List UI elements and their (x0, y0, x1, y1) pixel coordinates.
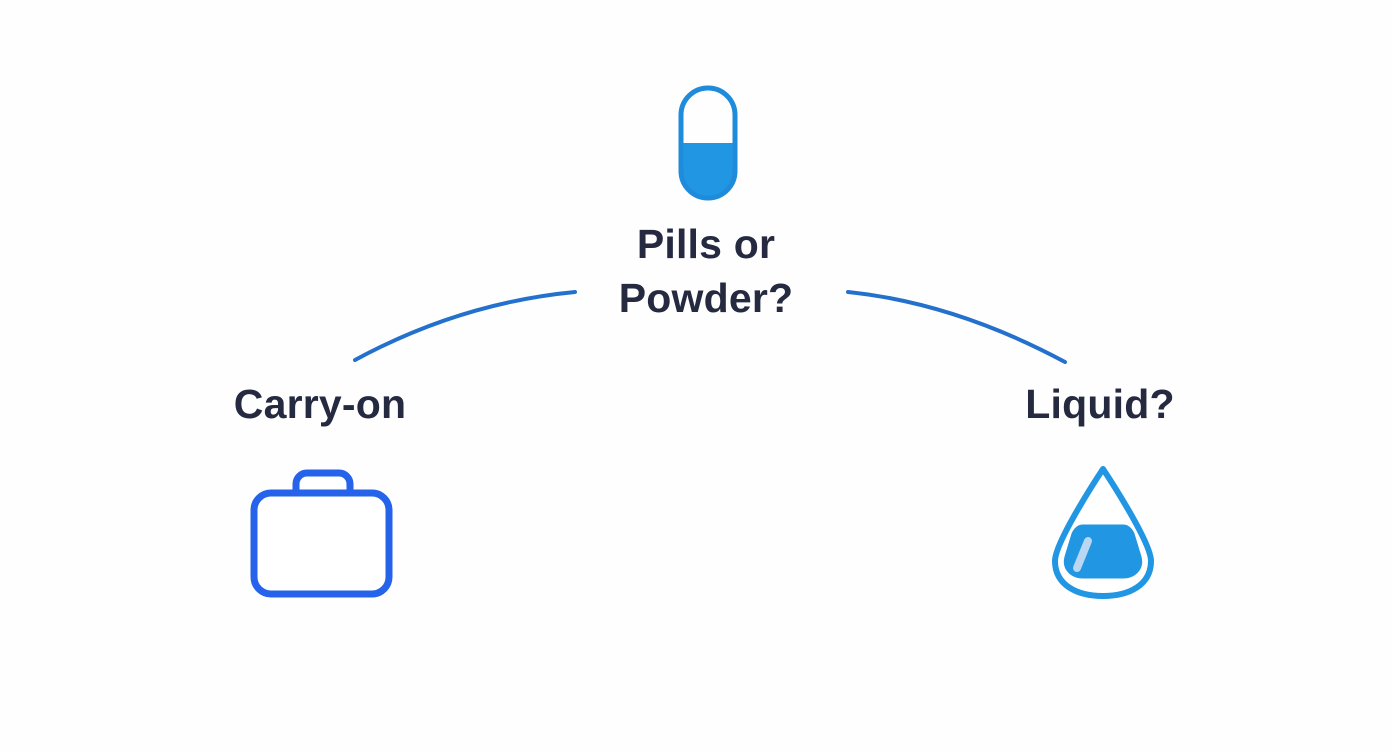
root-node-label: Pills or Powder? (619, 217, 794, 325)
root-label-line1: Pills or (636, 221, 776, 267)
right-node-label: Liquid? (1025, 381, 1175, 427)
left-node-label: Carry-on (233, 381, 407, 427)
root-label-line2: Powder? (618, 275, 794, 321)
liquid-drop-icon (1048, 464, 1158, 601)
right-branch-curve (846, 290, 1067, 364)
left-branch-curve (353, 290, 577, 362)
suitcase-icon (250, 469, 393, 598)
pill-icon (678, 85, 738, 201)
